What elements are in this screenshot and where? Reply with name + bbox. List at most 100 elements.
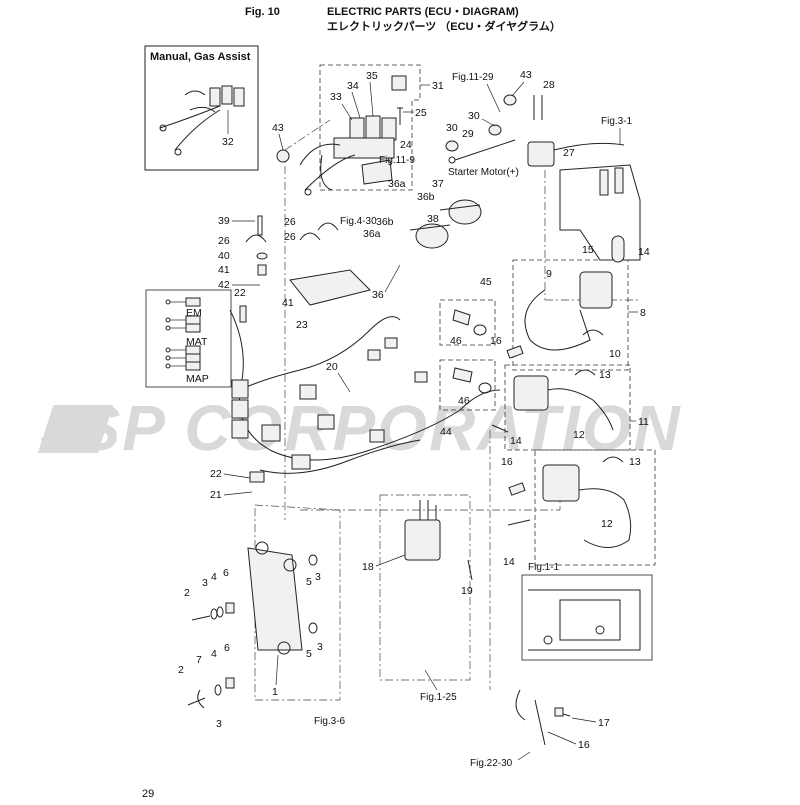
part-label-12-b: 12 — [601, 518, 613, 530]
coil-group-11-outline — [504, 364, 631, 451]
part-label-36: 36 — [372, 289, 384, 301]
part-label-16-a: 16 — [490, 335, 502, 347]
part-label-36a-lower: 36a — [363, 228, 381, 240]
part-label-20: 20 — [326, 361, 338, 373]
watermark-logo-mark — [37, 405, 114, 453]
part-label-43-left: 43 — [272, 122, 284, 134]
part-label-45: 45 — [480, 276, 492, 288]
part-label-30-lower: 30 — [446, 122, 458, 134]
coil-group-lower-outline — [534, 449, 656, 566]
main-wire-harness — [229, 309, 501, 474]
part-label-16-b: 16 — [501, 456, 513, 468]
watermark-text: JSP CORPORATION — [40, 392, 682, 464]
part-label-27: 27 — [563, 147, 575, 159]
part-label-2-lower: 2 — [178, 664, 184, 676]
part-label-6-upper: 6 — [223, 567, 229, 579]
part-label-36b-lower: 36b — [376, 216, 394, 228]
part-label-41-a: 41 — [218, 264, 230, 276]
part-label-31: 31 — [432, 80, 444, 92]
part-label-12-a: 12 — [573, 429, 585, 441]
part-label-13-a: 13 — [599, 369, 611, 381]
relay-group-outline — [319, 64, 421, 191]
part-label-43-right: 43 — [520, 69, 532, 81]
part-label-17: 17 — [598, 717, 610, 729]
part-label-22-upper: 22 — [234, 287, 246, 299]
ref-fig-3-6: Fig.3-6 — [314, 716, 346, 727]
sensor-box-45 — [439, 299, 496, 346]
ignition-coil-middle — [513, 369, 614, 431]
ref-fig-1-25: Fig.1-25 — [420, 692, 457, 703]
coil-group-8-outline — [512, 259, 629, 371]
part-label-4-lower: 4 — [211, 648, 217, 660]
part-label-42: 42 — [218, 279, 230, 291]
page-title-jp: エレクトリックパーツ （ECU・ダイヤグラム） — [327, 19, 561, 33]
part-label-34: 34 — [347, 80, 359, 92]
part-label-25: 25 — [415, 107, 427, 119]
engine-block-outline — [284, 119, 640, 520]
part-label-44: 44 — [440, 426, 452, 438]
page-number: 29 — [142, 788, 154, 800]
part-label-10: 10 — [609, 348, 621, 360]
part-label-2-upper: 2 — [184, 587, 190, 599]
part-label-3-c: 3 — [317, 641, 323, 653]
part-label-38: 38 — [427, 213, 439, 225]
part-label-40: 40 — [218, 250, 230, 262]
part-label-29: 29 — [462, 128, 474, 140]
part-label-19: 19 — [461, 585, 473, 597]
page-title-en: ELECTRIC PARTS (ECU・DIAGRAM) — [327, 6, 519, 18]
connector-label-mat: MAT — [186, 336, 208, 348]
part-label-28: 28 — [543, 79, 555, 91]
ground-lead — [515, 689, 571, 746]
part-label-14-a: 14 — [638, 246, 650, 258]
part-label-26-a: 26 — [218, 235, 230, 247]
part-label-8: 8 — [640, 307, 646, 319]
ref-fig-11-29: Fig.11-29 — [452, 72, 494, 83]
part-label-26-c: 26 — [284, 231, 296, 243]
part-label-30-upper: 30 — [468, 110, 480, 122]
part-label-15: 15 — [582, 244, 594, 256]
part-label-18: 18 — [362, 561, 374, 573]
part-label-41-b: 41 — [282, 297, 294, 309]
part-label-11: 11 — [638, 416, 649, 428]
part-label-13-b: 13 — [629, 456, 641, 468]
ignition-coil-upper — [524, 271, 613, 351]
ignition-coil-lower — [542, 456, 632, 548]
relay-assembly — [299, 75, 407, 196]
part-label-39: 39 — [218, 215, 230, 227]
part-label-33: 33 — [330, 91, 342, 103]
connector-label-em: EM — [186, 307, 202, 319]
ref-fig-3-1: Fig.3-1 — [601, 116, 633, 127]
plate-fig-1-25 — [379, 494, 471, 681]
part-label-7: 7 — [196, 654, 202, 666]
starter-relay — [527, 141, 625, 167]
part-label-36b-upper: 36b — [417, 191, 435, 203]
ref-fig-4-30: Fig.4-30 — [340, 216, 377, 227]
ref-fig-11-9: Fig.11-9 — [379, 155, 415, 166]
ref-inset-fig-1-1: Fig.1-1 — [521, 562, 653, 661]
part-label-35: 35 — [366, 70, 378, 82]
part-label-3-d: 3 — [216, 718, 222, 730]
fig-number: Fig. 10 — [245, 6, 280, 18]
part-label-9: 9 — [546, 268, 552, 280]
inset-title: Manual, Gas Assist — [150, 51, 251, 63]
sensor-connector-legend: EM MAT MAP — [145, 289, 232, 388]
part-label-1: 1 — [272, 686, 278, 698]
part-label-22-lower: 22 — [210, 468, 222, 480]
part-label-46-lower: 46 — [458, 395, 470, 407]
ecu-unit — [247, 541, 303, 655]
sensor-box-46 — [439, 359, 496, 411]
part-label-16-c: 16 — [578, 739, 590, 751]
part-label-46-upper: 46 — [450, 335, 462, 347]
part-label-3-b: 3 — [315, 571, 321, 583]
part-label-36a-upper: 36a — [388, 178, 406, 190]
part-label-14-b: 14 — [510, 435, 522, 447]
rectifier-regulator — [409, 199, 482, 249]
rectifier-18 — [404, 500, 441, 561]
part-label-5-upper: 5 — [306, 576, 312, 588]
ref-fig-22-30: Fig.22-30 — [470, 758, 513, 769]
part-label-24: 24 — [400, 139, 412, 151]
part-label-5-lower: 5 — [306, 648, 312, 660]
part-label-14-c: 14 — [503, 556, 515, 568]
connector-label-map: MAP — [186, 373, 209, 385]
